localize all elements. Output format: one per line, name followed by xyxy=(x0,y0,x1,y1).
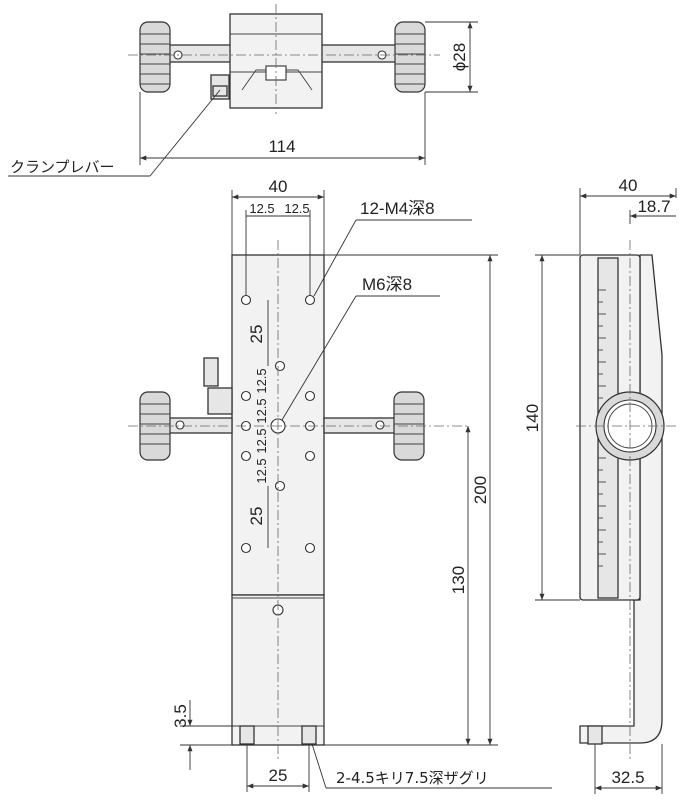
dim-pitch-25-upper: 25 xyxy=(247,325,266,344)
dim-pitch-12-5-c: 12.5 xyxy=(254,428,269,453)
dim-height-130: 130 xyxy=(449,566,468,594)
dim-side-offset: 18.7 xyxy=(637,197,670,216)
dim-side-base: 32.5 xyxy=(611,768,644,787)
m6-hole-label: M6深8 xyxy=(362,275,412,294)
dim-base-thickness: 3.5 xyxy=(171,704,190,728)
dim-hole-pitch-right: 12.5 xyxy=(284,201,309,216)
side-view-bracket xyxy=(579,254,663,744)
clamp-lever-label: クランプレバー xyxy=(10,158,115,176)
dim-side-height: 140 xyxy=(523,404,542,432)
dim-pitch-12-5-a: 12.5 xyxy=(254,368,269,393)
dim-height-200: 200 xyxy=(471,476,490,504)
top-view xyxy=(128,4,440,114)
side-view-dimensions: 40 18.7 140 32.5 xyxy=(523,176,677,794)
dim-pitch-25-lower: 25 xyxy=(247,507,266,526)
m4-holes xyxy=(240,294,316,554)
top-view-dimensions: 114 ϕ28 クランプレバー xyxy=(8,21,478,177)
m4-holes-label: 12-M4深8 xyxy=(360,199,435,218)
dim-overall-width: 114 xyxy=(268,137,295,156)
dim-side-width: 40 xyxy=(619,176,638,195)
front-view xyxy=(128,240,470,760)
side-view xyxy=(576,240,676,760)
dim-mount-pitch: 25 xyxy=(269,766,288,785)
front-view-dimensions: 40 12.5 12.5 12-M4深8 M6深8 25 25 12.5 12.… xyxy=(171,177,552,792)
dim-hole-pitch-left: 12.5 xyxy=(249,201,274,216)
right-knob-top xyxy=(394,21,426,93)
dim-stage-width: 40 xyxy=(269,177,288,196)
dim-knob-diameter: ϕ28 xyxy=(450,43,469,71)
dim-pitch-12-5-d: 12.5 xyxy=(254,458,269,483)
dim-pitch-12-5-b: 12.5 xyxy=(254,398,269,423)
mount-holes-label: 2-4.5キリ7.5深ザグリ xyxy=(336,769,489,787)
side-view-scale xyxy=(598,289,606,567)
left-knob-top xyxy=(139,21,171,93)
